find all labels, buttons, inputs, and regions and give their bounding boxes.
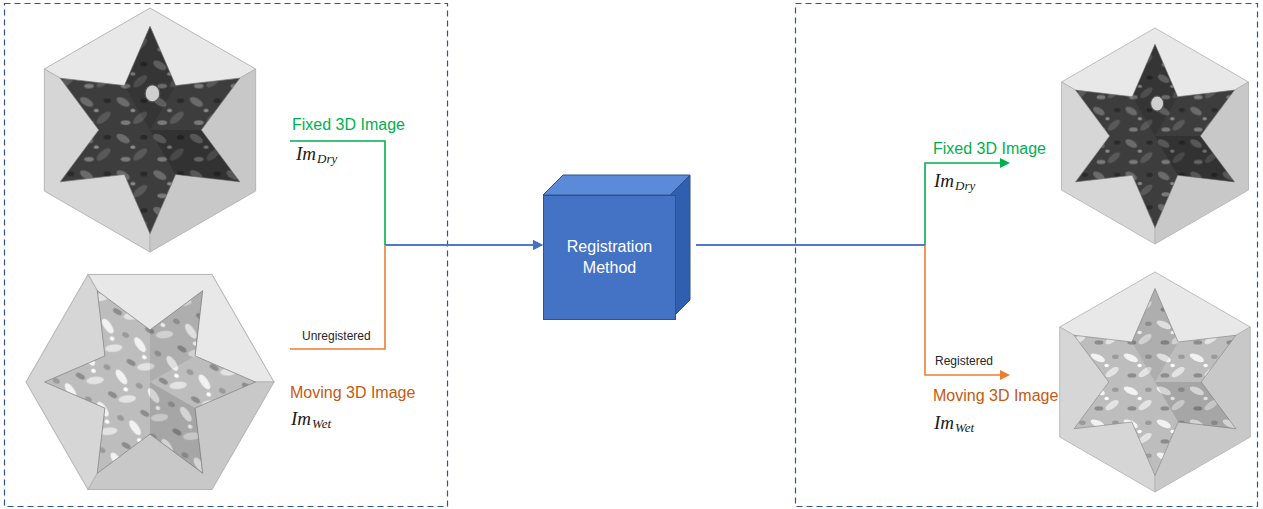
symbol-subscript: Dry [317, 152, 337, 167]
arrow-head [533, 240, 543, 250]
symbol-subscript: Dry [955, 179, 975, 194]
symbol-name: Im [291, 408, 311, 430]
connector-line [925, 245, 1000, 375]
flow-connector [696, 158, 1010, 245]
connector-line [290, 141, 385, 245]
image-role-label: Fixed 3D Image [933, 140, 1046, 158]
process-label: Registration Method [544, 233, 675, 283]
process-box: Registration Method [543, 195, 676, 320]
connector-line [385, 244, 533, 246]
connector-line [696, 244, 925, 246]
arrow-head [1000, 158, 1010, 168]
box-top-face [543, 175, 690, 195]
arrow-head [533, 240, 543, 250]
image-group: Fixed 3D ImageImDry [1010, 20, 1255, 254]
symbol-name: Im [934, 412, 954, 434]
image-role-label: Moving 3D Image [290, 384, 415, 402]
dashed-panel [796, 4, 1258, 507]
connector-line [696, 244, 925, 246]
edge-label: Unregistered [300, 330, 373, 344]
flow-connector [290, 240, 543, 349]
symbol-subscript: Wet [955, 421, 974, 436]
image-group: Fixed 3D ImageImDry [20, 8, 290, 252]
arrow-head [1000, 370, 1010, 380]
connector-line [925, 163, 1000, 245]
connector-line [290, 245, 385, 349]
registered-wet-cube [1060, 272, 1251, 492]
edge-label: Registered [933, 355, 995, 369]
symbol-name: Im [934, 170, 954, 192]
connector-line [385, 244, 533, 246]
dry-volume-cube [1061, 28, 1248, 244]
image-role-label: Fixed 3D Image [292, 116, 405, 134]
wet-volume-cube [0, 221, 305, 509]
symbol-name: Im [296, 143, 316, 165]
flow-connector [290, 141, 543, 250]
flow-connector [696, 245, 1010, 380]
image-role-label: Moving 3D Image [933, 387, 1058, 405]
image-group: Moving 3D ImageImWet [1010, 262, 1255, 502]
symbol-subscript: Wet [312, 417, 331, 432]
image-group: Moving 3D ImageImWet [20, 256, 290, 504]
dry-volume-cube [44, 8, 255, 252]
